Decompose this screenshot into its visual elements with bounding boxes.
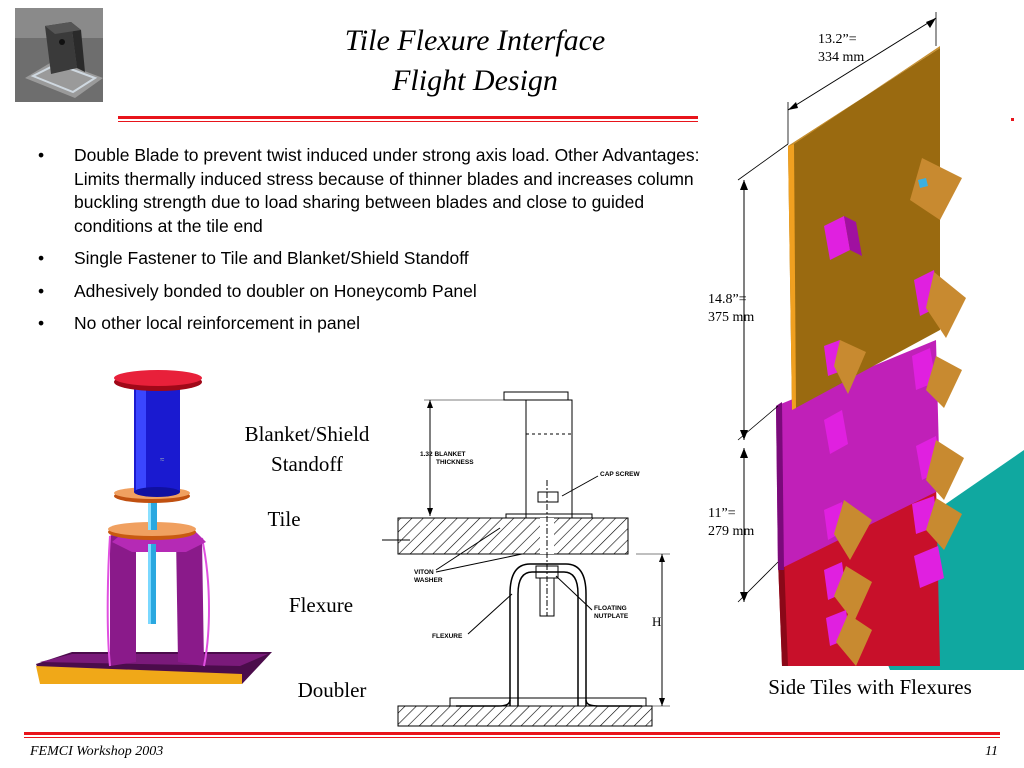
drawing-cap-screw: CAP SCREW xyxy=(600,471,640,478)
bullet-dot: • xyxy=(38,313,45,333)
drawing-blanket-thickness-line1: 1.32 BLANKET xyxy=(420,451,466,458)
bullet-text: No other local reinforcement in panel xyxy=(74,313,360,333)
drawing-viton-line2: WASHER xyxy=(414,577,443,584)
bullet-item: • Single Fastener to Tile and Blanket/Shi… xyxy=(38,247,718,271)
footer-text: FEMCI Workshop 2003 xyxy=(30,744,164,759)
bullet-item: • Adhesively bonded to doubler on Honeyco… xyxy=(38,280,718,304)
bullet-item: • Double Blade to prevent twist induced u… xyxy=(38,144,718,238)
dim-height-line2: 375 mm xyxy=(708,310,755,325)
engineering-drawing: 1.32 BLANKET THICKNESS CAP SCREW VITON W… xyxy=(380,380,680,730)
flexure-3d-model: ≈ xyxy=(36,366,272,692)
label-standoff-line1: Blanket/Shield xyxy=(244,422,370,446)
dim-lower-line1: 11”= xyxy=(708,506,736,521)
svg-text:≈: ≈ xyxy=(160,455,165,464)
label-doubler: Doubler xyxy=(297,678,367,702)
drawing-flexure: FLEXURE xyxy=(432,633,463,640)
bullet-text: Double Blade to prevent twist induced un… xyxy=(74,145,700,236)
drawing-h: H xyxy=(652,614,661,629)
dim-width-line2: 334 mm xyxy=(818,50,865,65)
drawing-floating-line2: NUTPLATE xyxy=(594,613,629,620)
bullet-dot: • xyxy=(38,145,45,165)
dim-width-line1: 13.2”= xyxy=(818,32,857,47)
drawing-viton-line1: VITON xyxy=(414,569,434,576)
title-rule-mark xyxy=(1011,118,1014,121)
label-standoff-line2: Standoff xyxy=(271,452,343,476)
bullet-text: Adhesively bonded to doubler on Honeycom… xyxy=(74,280,477,301)
drawing-blanket-thickness-line2: THICKNESS xyxy=(436,459,474,466)
footer-rule-thick xyxy=(24,732,1000,735)
dim-height-line1: 14.8”= xyxy=(708,292,747,307)
title-rule-thick xyxy=(118,116,698,119)
page-number: 11 xyxy=(985,744,998,759)
label-flexure: Flexure xyxy=(288,593,354,617)
bullet-dot: • xyxy=(38,280,45,301)
dim-lower-line2: 279 mm xyxy=(708,524,755,539)
drawing-floating-line1: FLOATING xyxy=(594,605,627,612)
title-rule-thin xyxy=(118,121,698,122)
bullet-item: • No other local reinforcement in panel xyxy=(38,312,718,336)
label-tile: Tile xyxy=(267,507,301,531)
side-tiles-model xyxy=(700,10,1024,670)
footer-rule-thin xyxy=(24,737,1000,738)
flexure-photo xyxy=(15,8,103,102)
label-side-tiles: Side Tiles with Flexures xyxy=(768,675,972,699)
slide-title-line2: Flight Design xyxy=(392,64,558,97)
bullet-text: Single Fastener to Tile and Blanket/Shie… xyxy=(74,248,469,268)
bullet-dot: • xyxy=(38,248,45,268)
bullet-list: • Double Blade to prevent twist induced u… xyxy=(38,144,718,345)
slide-title-line1: Tile Flexure Interface xyxy=(344,24,606,57)
